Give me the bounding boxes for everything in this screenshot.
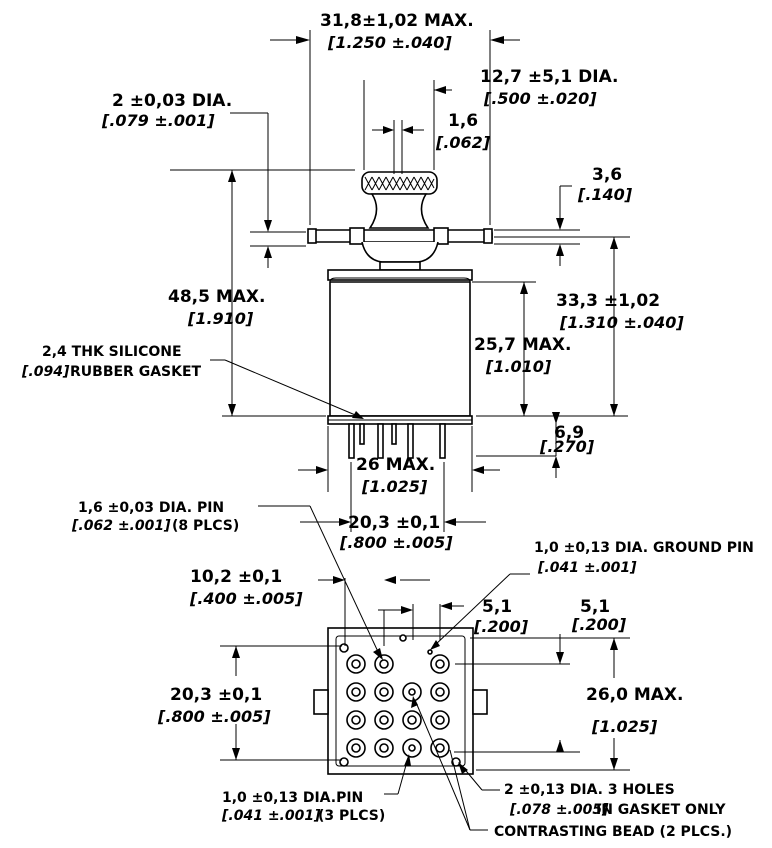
label-pin-len: 6,9 bbox=[554, 423, 584, 443]
label-body-height-in: [1.010] bbox=[485, 357, 552, 376]
label-knob-dia-in: [.500 ±.020] bbox=[483, 89, 597, 108]
pin-center bbox=[435, 659, 445, 669]
label-overall-width: 31,8±1,02 MAX. bbox=[320, 11, 474, 31]
pin-center bbox=[379, 743, 389, 753]
pin-center bbox=[351, 743, 361, 753]
label-small-pin-in: [.041 ±.001] bbox=[221, 808, 321, 824]
label-knob-dia: 12,7 ±5,1 DIA. bbox=[480, 67, 619, 87]
label-height-max: 48,5 MAX. bbox=[168, 287, 266, 307]
end-dimension-lines bbox=[220, 505, 630, 831]
label-pin-pitch: 20,3 ±0,1 bbox=[348, 513, 440, 533]
pin-center bbox=[408, 744, 416, 752]
label-flange-thk: 3,6 bbox=[592, 165, 622, 185]
label-pin-dia: 1,6 ±0,03 DIA. PIN bbox=[78, 500, 224, 516]
label-pin-pitch-in: [.800 ±.005] bbox=[339, 533, 453, 552]
pin-center bbox=[379, 687, 389, 697]
label-spacing-x: 10,2 ±0,1 bbox=[190, 567, 282, 587]
pin-center bbox=[435, 715, 445, 725]
dimension-labels: 31,8±1,02 MAX. [1.250 ±.040] 12,7 ±5,1 D… bbox=[21, 11, 754, 840]
label-bead: CONTRASTING BEAD (2 PLCS.) bbox=[494, 824, 732, 840]
pin-grid bbox=[346, 654, 450, 758]
label-body-height: 25,7 MAX. bbox=[474, 335, 572, 355]
label-pin-dia-in: [.062 ±.001] bbox=[71, 518, 171, 534]
label-square-max: 26,0 MAX. bbox=[586, 685, 684, 705]
label-holes-gasket: IN GASKET ONLY bbox=[596, 802, 726, 818]
pin-center bbox=[379, 659, 389, 669]
label-small-pin: 1,0 ±0,13 DIA.PIN bbox=[222, 790, 363, 806]
label-body-width-in: [1.025] bbox=[361, 477, 428, 496]
label-pin-pitch-y-in: [.800 ±.005] bbox=[157, 707, 271, 726]
label-gasket-1: 2,4 THK SILICONE bbox=[42, 344, 182, 360]
label-gasket-2: RUBBER GASKET bbox=[70, 364, 202, 380]
label-pin-stub-dia: 2 ±0,03 DIA. bbox=[112, 91, 232, 111]
side-view bbox=[170, 30, 630, 532]
label-holes: 2 ±0,13 DIA. 3 HOLES bbox=[504, 782, 675, 798]
label-ground-pin: 1,0 ±0,13 DIA. GROUND PIN bbox=[534, 540, 754, 556]
side-pins bbox=[348, 423, 446, 459]
pin-center bbox=[408, 688, 416, 696]
pin-center bbox=[435, 687, 445, 697]
label-ground-pin-in: [.041 ±.001] bbox=[537, 560, 637, 576]
pin-center bbox=[407, 715, 417, 725]
label-offset-a-in: [.200] bbox=[473, 617, 529, 636]
label-offset-b: 5,1 bbox=[580, 597, 610, 617]
label-slot-in: [.062] bbox=[435, 133, 491, 152]
pin-center bbox=[379, 715, 389, 725]
label-pin-stub-dia-in: [.079 ±.001] bbox=[101, 111, 215, 130]
label-offset-b-in: [.200] bbox=[571, 615, 627, 634]
label-gasket-2-in: [.094] bbox=[21, 364, 70, 380]
label-pin-pitch-y: 20,3 ±0,1 bbox=[170, 685, 262, 705]
label-square-max-in: [1.025] bbox=[591, 717, 658, 736]
relay-body bbox=[327, 269, 473, 459]
label-height-max-in: [1.910] bbox=[187, 309, 254, 328]
label-pin-len-in: [.270] bbox=[539, 437, 595, 456]
label-small-pin-plcs: (3 PLCS) bbox=[318, 808, 385, 824]
knurled-knob bbox=[307, 171, 493, 271]
end-view bbox=[220, 505, 630, 831]
side-dimension-lines bbox=[170, 30, 630, 532]
label-holes-in: [.078 ±.005] bbox=[509, 802, 609, 818]
pin-center bbox=[435, 743, 445, 753]
label-body-width: 26 MAX. bbox=[356, 455, 435, 475]
label-upper-height: 33,3 ±1,02 bbox=[556, 291, 660, 311]
label-upper-height-in: [1.310 ±.040] bbox=[559, 313, 684, 332]
pin-center bbox=[351, 659, 361, 669]
label-pin-dia-plcs: (8 PLCS) bbox=[172, 518, 239, 534]
label-overall-width-in: [1.250 ±.040] bbox=[327, 33, 452, 52]
label-spacing-x-in: [.400 ±.005] bbox=[189, 589, 303, 608]
pin-center bbox=[351, 687, 361, 697]
pin-center bbox=[351, 715, 361, 725]
label-offset-a: 5,1 bbox=[482, 597, 512, 617]
label-slot: 1,6 bbox=[448, 111, 478, 131]
label-flange-thk-in: [.140] bbox=[577, 185, 633, 204]
